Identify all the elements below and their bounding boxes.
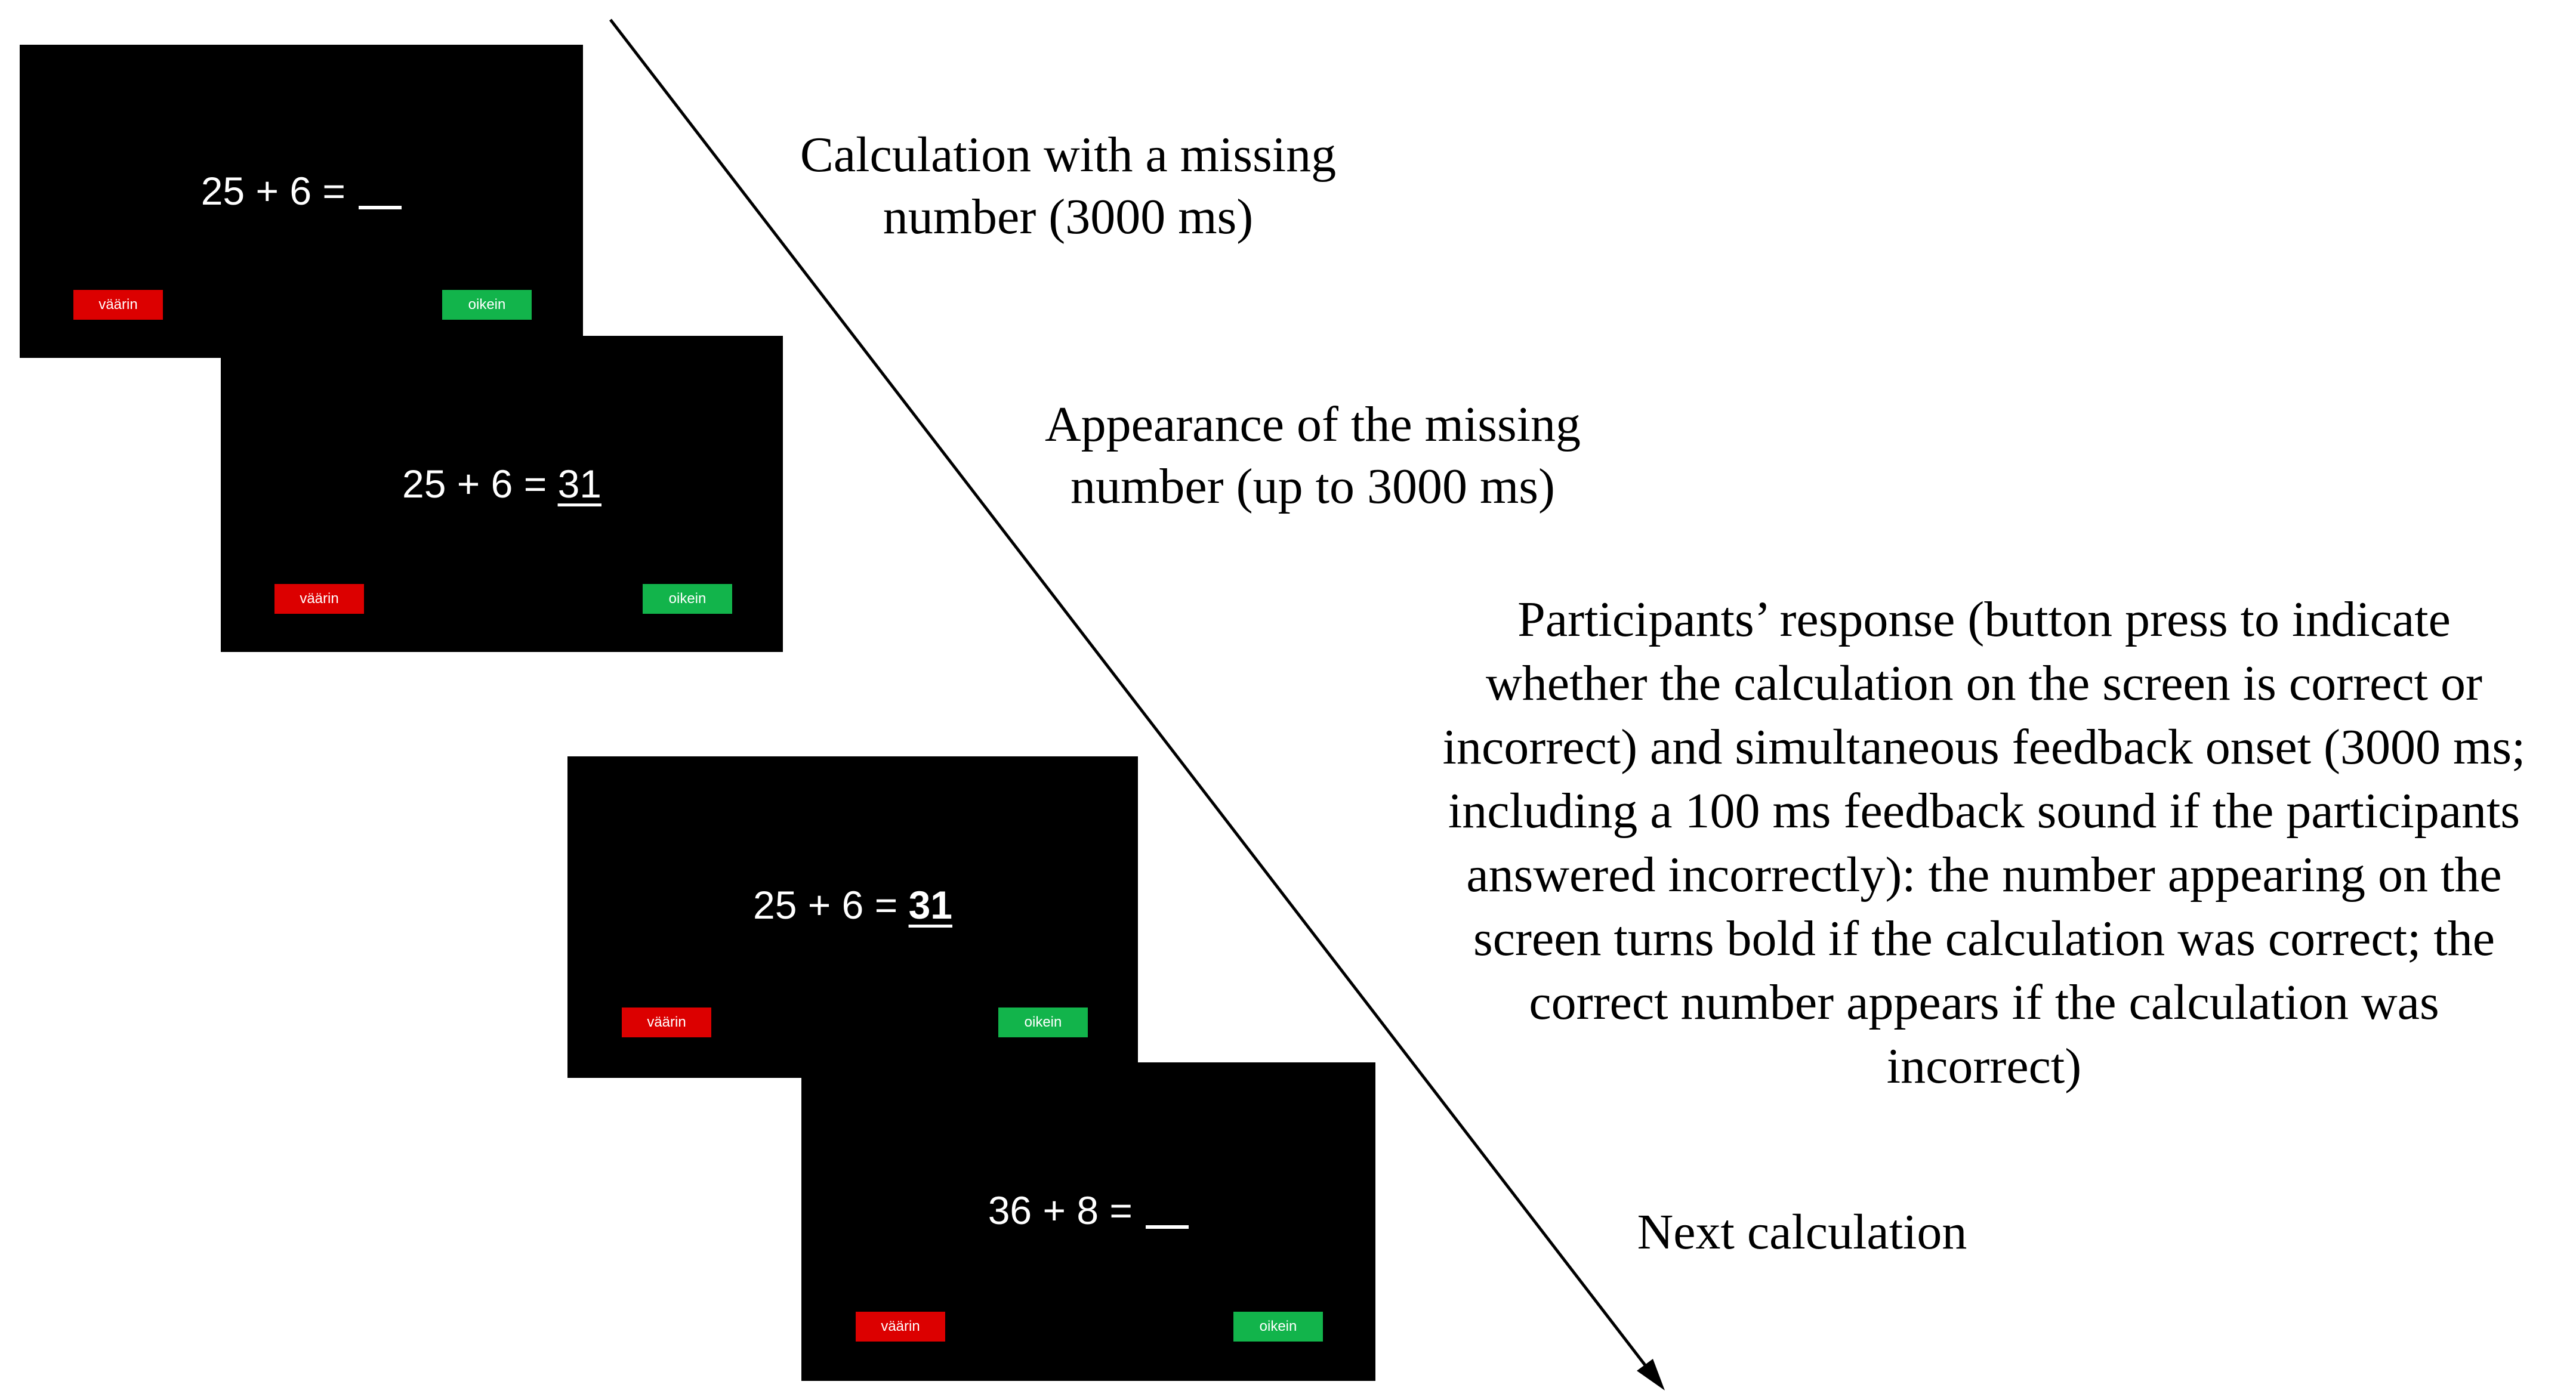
missing-number-blank — [1146, 1225, 1189, 1229]
operator: + — [255, 169, 279, 213]
step-line: Next calculation — [1637, 1204, 1967, 1260]
timeline-arrow-line — [609, 18, 1657, 1380]
operand-a: 25 — [752, 883, 797, 927]
equals-sign: = — [874, 883, 898, 927]
wrong-button[interactable]: väärin — [622, 1007, 711, 1037]
correct-button[interactable]: oikein — [643, 584, 732, 614]
equals-sign: = — [322, 169, 345, 213]
calculation: 25 + 6 = — [20, 171, 583, 211]
step-line: including a 100 ms feedback sound if the… — [1448, 783, 2521, 839]
equals-sign: = — [1109, 1188, 1133, 1232]
timeline-arrow-head — [1637, 1359, 1665, 1390]
operator: + — [456, 462, 480, 506]
step-label-next: Next calculation — [1575, 1201, 2029, 1263]
step-line: number (up to 3000 ms) — [1070, 459, 1555, 514]
missing-number-blank — [359, 206, 402, 209]
step-line: correct number appears if the calculatio… — [1529, 975, 2439, 1030]
operand-b: 6 — [289, 169, 312, 213]
stimulus-screen-missing: 25 + 6 = väärin oikein — [20, 45, 583, 358]
stimulus-screen-next: 36 + 8 = väärin oikein — [801, 1062, 1375, 1381]
calculation: 36 + 8 = — [801, 1191, 1375, 1230]
step-line: screen turns bold if the calculation was… — [1473, 911, 2495, 966]
operator: + — [807, 883, 831, 927]
operand-a: 36 — [988, 1188, 1032, 1232]
wrong-button[interactable]: väärin — [274, 584, 364, 614]
operand-b: 6 — [841, 883, 864, 927]
operand-a: 25 — [402, 462, 446, 506]
operand-a: 25 — [200, 169, 245, 213]
wrong-button[interactable]: väärin — [856, 1312, 945, 1342]
step-label-calculation: Calculation with a missing number (3000 … — [746, 124, 1390, 248]
operand-b: 6 — [490, 462, 513, 506]
step-label-appearance: Appearance of the missing number (up to … — [991, 394, 1635, 518]
step-line: incorrect) — [1886, 1039, 2082, 1094]
step-line: whether the calculation on the screen is… — [1486, 656, 2482, 711]
calculation: 25 + 6 = 31 — [221, 464, 783, 503]
step-line: Appearance of the missing — [1044, 397, 1581, 452]
correct-button[interactable]: oikein — [442, 290, 532, 320]
correct-button[interactable]: oikein — [998, 1007, 1088, 1037]
correct-button[interactable]: oikein — [1233, 1312, 1323, 1342]
step-line: Calculation with a missing — [800, 127, 1337, 183]
calculation: 25 + 6 = 31 — [567, 885, 1138, 925]
step-line: answered incorrectly): the number appear… — [1466, 847, 2502, 903]
operand-b: 8 — [1076, 1188, 1099, 1232]
step-line: number (3000 ms) — [883, 189, 1254, 245]
answer-number: 31 — [557, 462, 602, 506]
step-line: incorrect) and simultaneous feedback ons… — [1442, 719, 2526, 775]
stimulus-screen-answer-shown: 25 + 6 = 31 väärin oikein — [221, 336, 783, 652]
stimulus-screen-feedback: 25 + 6 = 31 väärin oikein — [567, 756, 1138, 1078]
operator: + — [1042, 1188, 1066, 1232]
wrong-button[interactable]: väärin — [73, 290, 163, 320]
equals-sign: = — [523, 462, 547, 506]
step-label-response: Participants’ response (button press to … — [1390, 588, 2576, 1098]
answer-number-bold: 31 — [908, 883, 953, 927]
step-line: Participants’ response (button press to … — [1517, 592, 2451, 647]
